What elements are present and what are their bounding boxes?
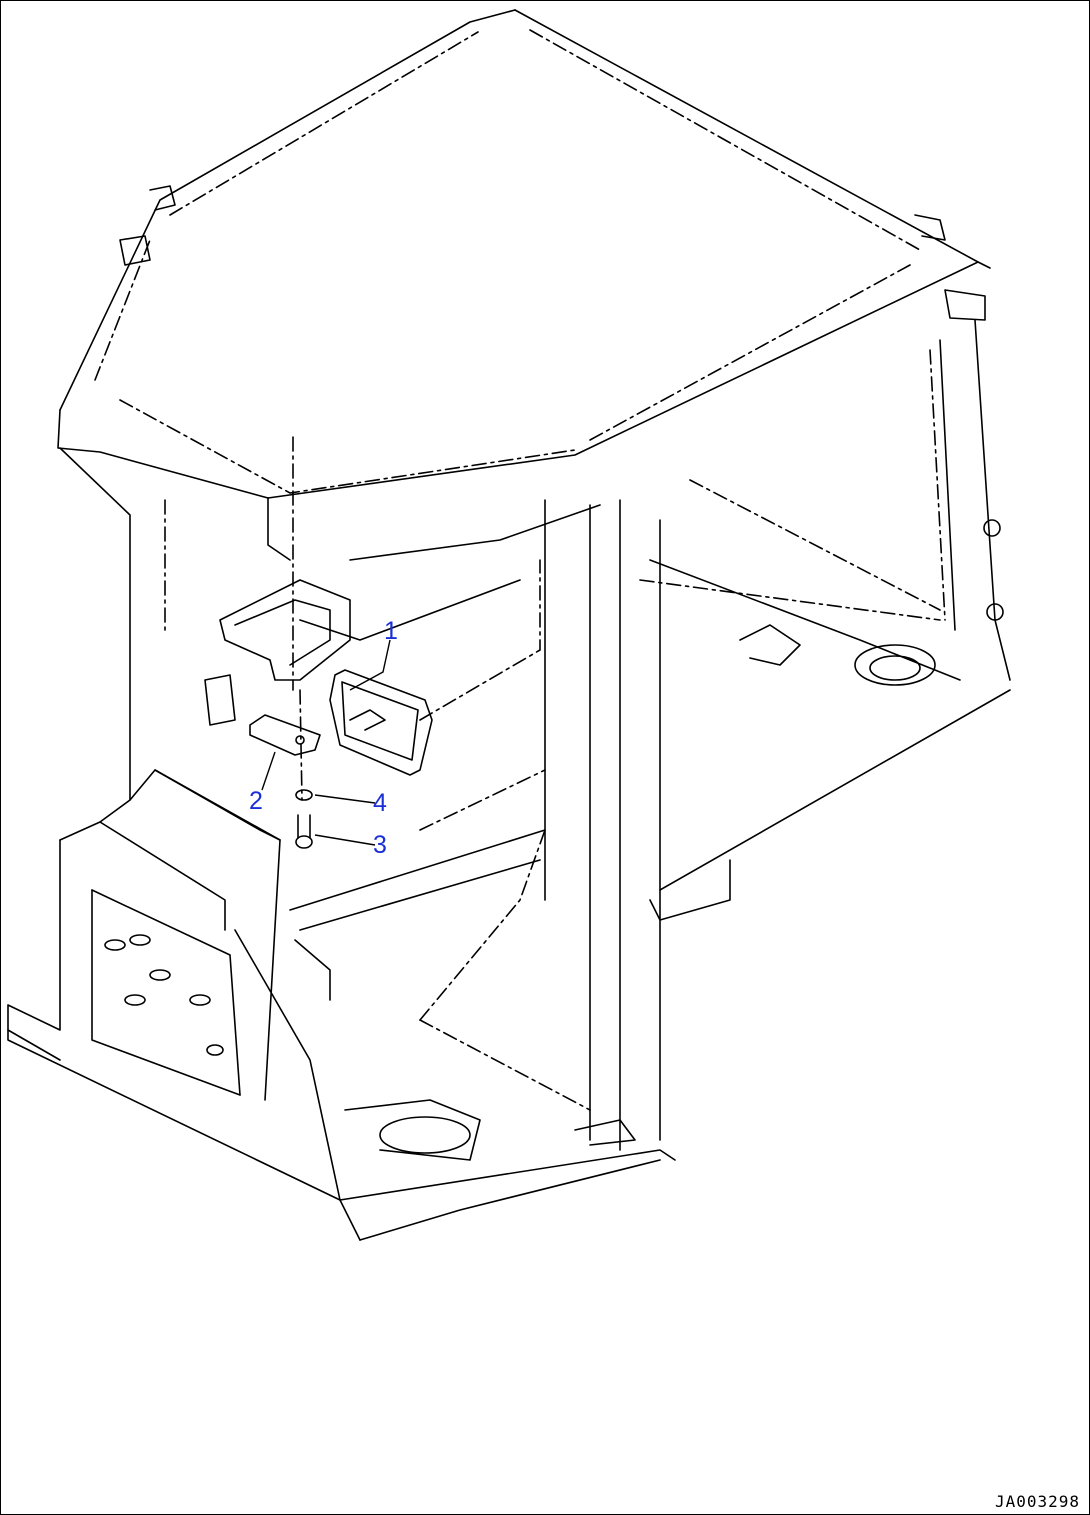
base-plate [234,829,676,1241]
drawing-id-label: JA003298 [994,1492,1080,1511]
callout-1[interactable]: 1 [384,617,398,645]
leader-lines [261,639,391,846]
callout-2[interactable]: 2 [249,787,263,815]
bolt-washer [295,689,313,849]
callout-4[interactable]: 4 [373,789,387,817]
callout-3[interactable]: 3 [373,831,387,859]
roof-panel [57,9,991,499]
mirror-assembly [204,579,433,776]
console-box [7,769,341,1201]
mid-frame [289,479,1011,931]
pillars [59,319,1011,1151]
